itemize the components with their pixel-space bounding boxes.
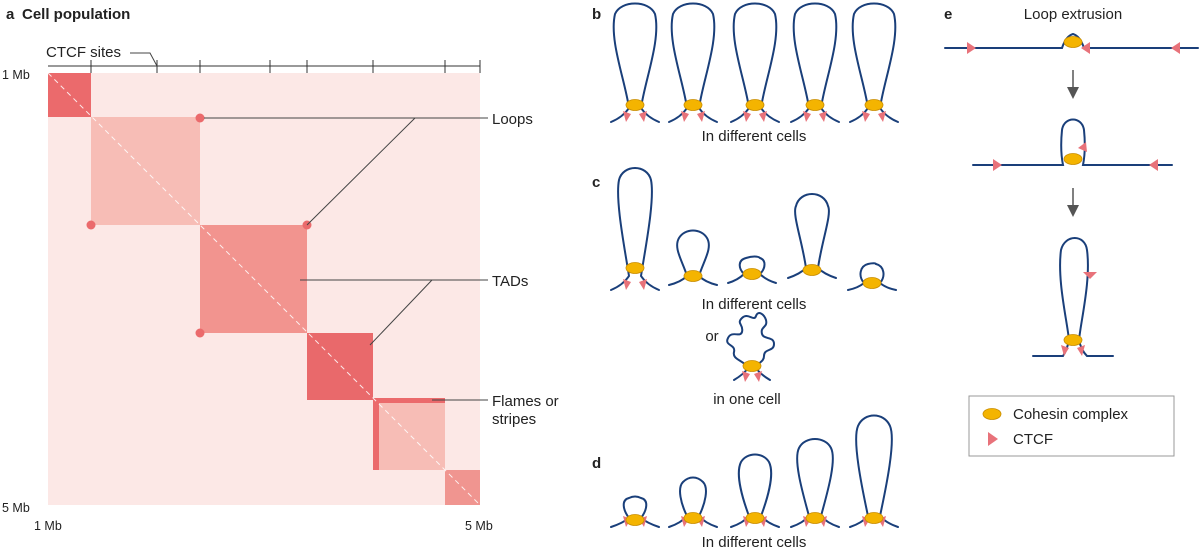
chromatin-loop [610,2,660,123]
panel-c-letter: c [592,174,600,191]
y-axis-top-label: 1 Mb [2,68,30,82]
loops-label: Loops [492,111,533,128]
panel-a: a Cell population [2,6,559,533]
legend-box [968,395,1175,457]
panel-e: e Loop extrusion [944,6,1199,457]
legend-ctcf-label: CTCF [1013,431,1053,448]
matrix-diagonal [47,72,481,506]
panel-c-caption: In different cells [702,296,807,313]
extrusion-step-2 [972,118,1173,171]
chromatin-loop [787,193,837,279]
chromatin-loop [730,2,780,123]
panel-b-letter: b [592,6,601,23]
tad-block-5 [373,400,445,470]
cohesin-legend-icon [982,408,1002,420]
chromatin-loop [849,2,899,123]
chromatin-loop [727,255,777,284]
chromatin-loop [730,453,780,528]
panel-c: c In different cells or [592,167,897,408]
panel-a-title: Cell population [22,6,130,23]
chromatin-loop [668,2,718,123]
ctcf-sites-leader [130,52,158,67]
tads-leader-2 [369,279,433,346]
extrusion-step-1 [944,32,1199,54]
tads-label: TADs [492,273,528,290]
stripe-vertical [373,400,379,470]
panel-d-letter: d [592,455,601,472]
x-axis-right-label: 5 Mb [465,519,493,533]
chromatin-loop [849,414,899,528]
panel-e-title: Loop extrusion [1024,6,1122,23]
loop-dot [195,328,205,338]
panel-b: b [592,2,899,145]
chromatin-loop [668,229,718,286]
loop-dot [195,113,205,123]
compacted-chromatin [726,312,776,382]
panel-c-or-label: or [705,328,718,345]
panel-b-caption: In different cells [702,128,807,145]
x-axis-left-label: 1 Mb [34,519,62,533]
chromatin-loop [610,167,660,291]
ctcf-site-ticks [48,60,481,73]
chromatin-loop [668,476,718,528]
flames-label-line1: Flames or [492,393,559,410]
panel-c-one-cell-label: in one cell [713,391,781,408]
legend-cohesin-label: Cohesin complex [1013,406,1129,423]
stripe-horizontal [373,398,445,403]
legend: Cohesin complex CTCF [968,395,1175,457]
chromatin-loop [790,438,840,528]
chromatin-loop [847,262,897,291]
extrusion-step-3 [1032,237,1114,357]
y-axis-bottom-label: 5 Mb [2,501,30,515]
panel-d-caption: In different cells [702,534,807,551]
loop-dot [86,220,96,230]
ctcf-sites-label: CTCF sites [46,44,121,61]
panel-e-letter: e [944,6,952,23]
chromatin-loop [610,495,660,528]
tad-block-4 [307,333,373,400]
panel-a-letter: a [6,6,15,23]
flames-label-line2: stripes [492,411,536,428]
ctcf-legend-icon [988,432,998,446]
chromatin-loop [790,2,840,123]
panel-d: d In [592,414,899,551]
loops-leader-2 [306,117,488,226]
